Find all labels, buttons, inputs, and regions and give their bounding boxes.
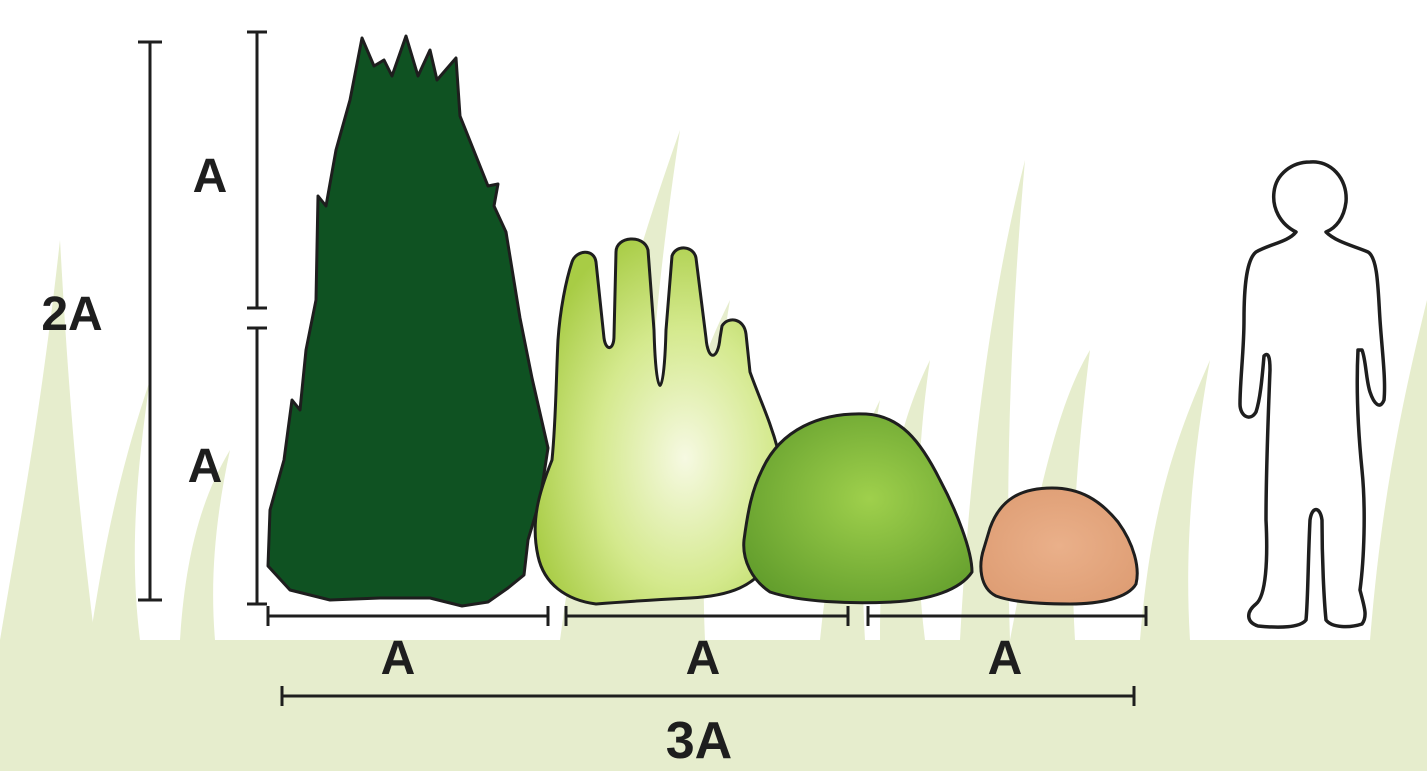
label-horizontal-2: A: [686, 632, 721, 685]
label-vertical-bottom: A: [188, 440, 223, 493]
label-vertical-top: A: [193, 150, 228, 203]
label-horizontal-1: A: [381, 632, 416, 685]
label-vertical-total: 2A: [41, 288, 102, 341]
label-horizontal-3: A: [988, 632, 1023, 685]
label-horizontal-total: 3A: [666, 712, 732, 770]
